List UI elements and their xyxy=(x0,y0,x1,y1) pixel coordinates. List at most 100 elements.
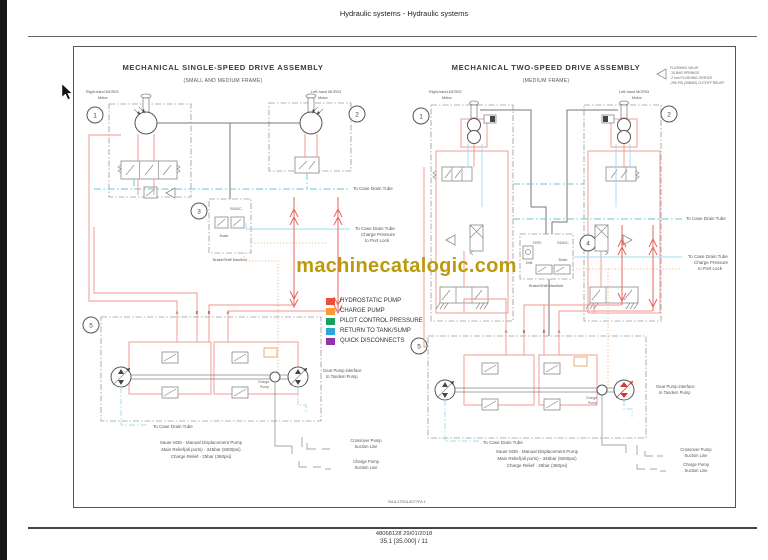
gear-pump-label: Gear Pump interface xyxy=(656,384,695,389)
drive-link-lines xyxy=(480,109,618,336)
page-edge-strip xyxy=(0,0,7,560)
charge-suction-label2: Suction Line xyxy=(684,468,708,473)
svg-text:B1M2C: B1M2C xyxy=(557,241,569,245)
svg-text:Shift: Shift xyxy=(526,261,533,265)
two-speed-motor-symbol xyxy=(467,100,497,144)
legend-label: CHARGE PUMP xyxy=(340,308,385,314)
gear-pump-label2: to Tandem Pump xyxy=(326,374,358,379)
svg-text:3: 3 xyxy=(197,209,201,216)
crossover-label: Crossover Pump xyxy=(680,447,712,452)
case-drain-top-label: To Case Drain Tube xyxy=(353,186,393,191)
crossover-label2: Suction Line xyxy=(354,444,378,449)
svg-text:2SPD: 2SPD xyxy=(533,241,542,245)
quick-disconnects-swatch xyxy=(326,337,335,345)
mouse-cursor xyxy=(62,84,73,100)
case-drain-top-label: To Case Drain Tube xyxy=(686,216,726,221)
svg-text:Brake: Brake xyxy=(220,234,229,238)
doc-ref: RAIL17SSL0077FA 1 xyxy=(388,499,427,504)
flushing-valve-triangle-icon xyxy=(656,68,667,80)
legend-label: QUICK DISCONNECTS xyxy=(340,338,405,344)
svg-text:2: 2 xyxy=(667,112,671,119)
pump-note: Sauer M35 - Manual Displacement Pump xyxy=(160,440,243,445)
case-drain-mid-label2: Charge Pressure xyxy=(694,260,729,265)
port-a: A xyxy=(505,329,508,334)
legend-item: CHARGE PUMP xyxy=(326,306,423,316)
tandem-pump-assembly: A B B A xyxy=(434,329,635,453)
legend-item: HYDROSTATIC PUMP xyxy=(326,296,423,306)
pump-note2: Main Relief(all ports) - 345bar (5000psi… xyxy=(497,456,577,461)
hydrostatic-lines xyxy=(88,134,343,317)
crossover-label: Crossover Pump xyxy=(350,438,382,443)
legend-item: QUICK DISCONNECTS xyxy=(326,336,423,346)
legend-label: RETURN TO TANK/SUMP xyxy=(340,328,411,334)
svg-text:5: 5 xyxy=(417,344,421,351)
port-a2: A xyxy=(558,329,561,334)
pump-note2: Main Relief(all ports) - 345bar (5000psi… xyxy=(161,447,241,452)
single-title: MECHANICAL SINGLE-SPEED DRIVE ASSEMBLY xyxy=(123,63,324,72)
variable-pump-symbol xyxy=(434,379,456,401)
two-speed-enclosures xyxy=(427,104,662,439)
callout-4: 4 xyxy=(579,234,597,252)
svg-text:5: 5 xyxy=(89,323,93,330)
hydrostatic-lines xyxy=(423,167,658,348)
case-drain-bottom-label: To Case Drain Tube xyxy=(153,424,193,429)
case-drain-mid-label: To Case Drain Tube xyxy=(688,254,728,259)
legend-item: PILOT CONTROL PRESSURE xyxy=(326,316,423,326)
suction-line-key: Crossover Pump Suction Line Charge Pump … xyxy=(298,437,382,470)
charge-suction-label: Charge Pump xyxy=(683,462,710,467)
manifold-caption: Brake/Shift Manifold xyxy=(213,258,247,262)
two-speed-schematic: MECHANICAL TWO-SPEED DRIVE ASSEMBLY (MED… xyxy=(410,63,729,473)
tank-triangle-icon xyxy=(445,234,456,246)
page-header: Hydraulic systems - Hydraulic systems xyxy=(339,9,469,18)
flushing-note-3: -290 PSI (20BAR) CUTOFF RELIEF xyxy=(670,81,725,85)
port-a2: A xyxy=(227,310,230,315)
two-speed-motor-symbol xyxy=(601,100,631,144)
pump-note: Sauer M35 - Manual Displacement Pump xyxy=(496,449,579,454)
case-drain-mid-label3: to Port Lock xyxy=(698,266,723,271)
gear-pump-label: Gear Pump interface xyxy=(323,368,362,373)
footer-page-number: 35.1 [35.000] / 11 xyxy=(380,538,428,545)
callout-2: 2 xyxy=(348,105,366,123)
tandem-pump-assembly: A B B A xyxy=(110,310,309,454)
gear-pump-label2: to Tandem Pump xyxy=(659,390,691,395)
variable-pump-symbol xyxy=(287,366,309,388)
ts-right-motor-label: Right-hand MCR03 xyxy=(429,90,462,94)
callout-5: 5 xyxy=(410,337,428,355)
manifold-caption: Brake/Shift Manifold xyxy=(529,284,563,288)
variable-pump-symbol xyxy=(613,379,635,401)
flushing-note-1: -10 BAR SPRINGS xyxy=(670,71,700,75)
watermark: machinecatalogic.com xyxy=(296,255,517,277)
relief-valves xyxy=(481,356,588,411)
legend-label: HYDROSTATIC PUMP xyxy=(340,298,402,304)
legend-item: RETURN TO TANK/SUMP xyxy=(326,326,423,336)
svg-text:1: 1 xyxy=(419,114,423,121)
two-speed-subtitle: (MEDIUM FRAME) xyxy=(523,78,570,84)
schematic-frame: MECHANICAL SINGLE-SPEED DRIVE ASSEMBLY (… xyxy=(73,46,736,508)
flushing-valve-note: FLUSHING VALVE -10 BAR SPRINGS -2 mm FLU… xyxy=(656,66,725,85)
charge-pump-label: Charge xyxy=(258,380,269,384)
port-valve-symbol xyxy=(294,156,320,174)
case-drain-lines xyxy=(513,183,682,387)
crossover-label2: Suction Line xyxy=(684,453,708,458)
port-b2: B xyxy=(543,329,546,334)
flushing-valve-symbol xyxy=(117,160,181,199)
charge-pump-swatch xyxy=(326,307,335,315)
ts-left-motor-label2: Motor xyxy=(632,96,642,100)
port-b: B xyxy=(523,329,526,334)
hydraulic-motor-symbol xyxy=(133,93,158,135)
pump-note3: Charge Relief - 25bar (360psi) xyxy=(171,454,232,459)
suction-line-key: Crossover Pump Suction Line Charge Pump … xyxy=(636,445,712,473)
color-legend: HYDROSTATIC PUMP CHARGE PUMP PILOT CONTR… xyxy=(326,296,423,346)
motor-valve-gear xyxy=(432,144,640,310)
single-right-motor-label: Right-hand MCR03 xyxy=(86,90,119,94)
charge-pump-symbol xyxy=(269,371,281,383)
single-left-motor-label: Left-hand MCR03 xyxy=(311,90,341,94)
charge-suction-label: Charge Pump xyxy=(353,459,380,464)
pilot-control-swatch xyxy=(326,317,335,325)
header-rule xyxy=(28,36,757,37)
case-drain-bottom-label: To Case Drain Tube xyxy=(483,440,523,445)
callout-5: 5 xyxy=(82,316,100,334)
charge-pump-label2: Pump xyxy=(260,385,269,389)
brake-shift-manifold: B1M2C Brake Brake/Shift Manifold xyxy=(213,207,247,262)
port-b: B xyxy=(196,310,199,315)
